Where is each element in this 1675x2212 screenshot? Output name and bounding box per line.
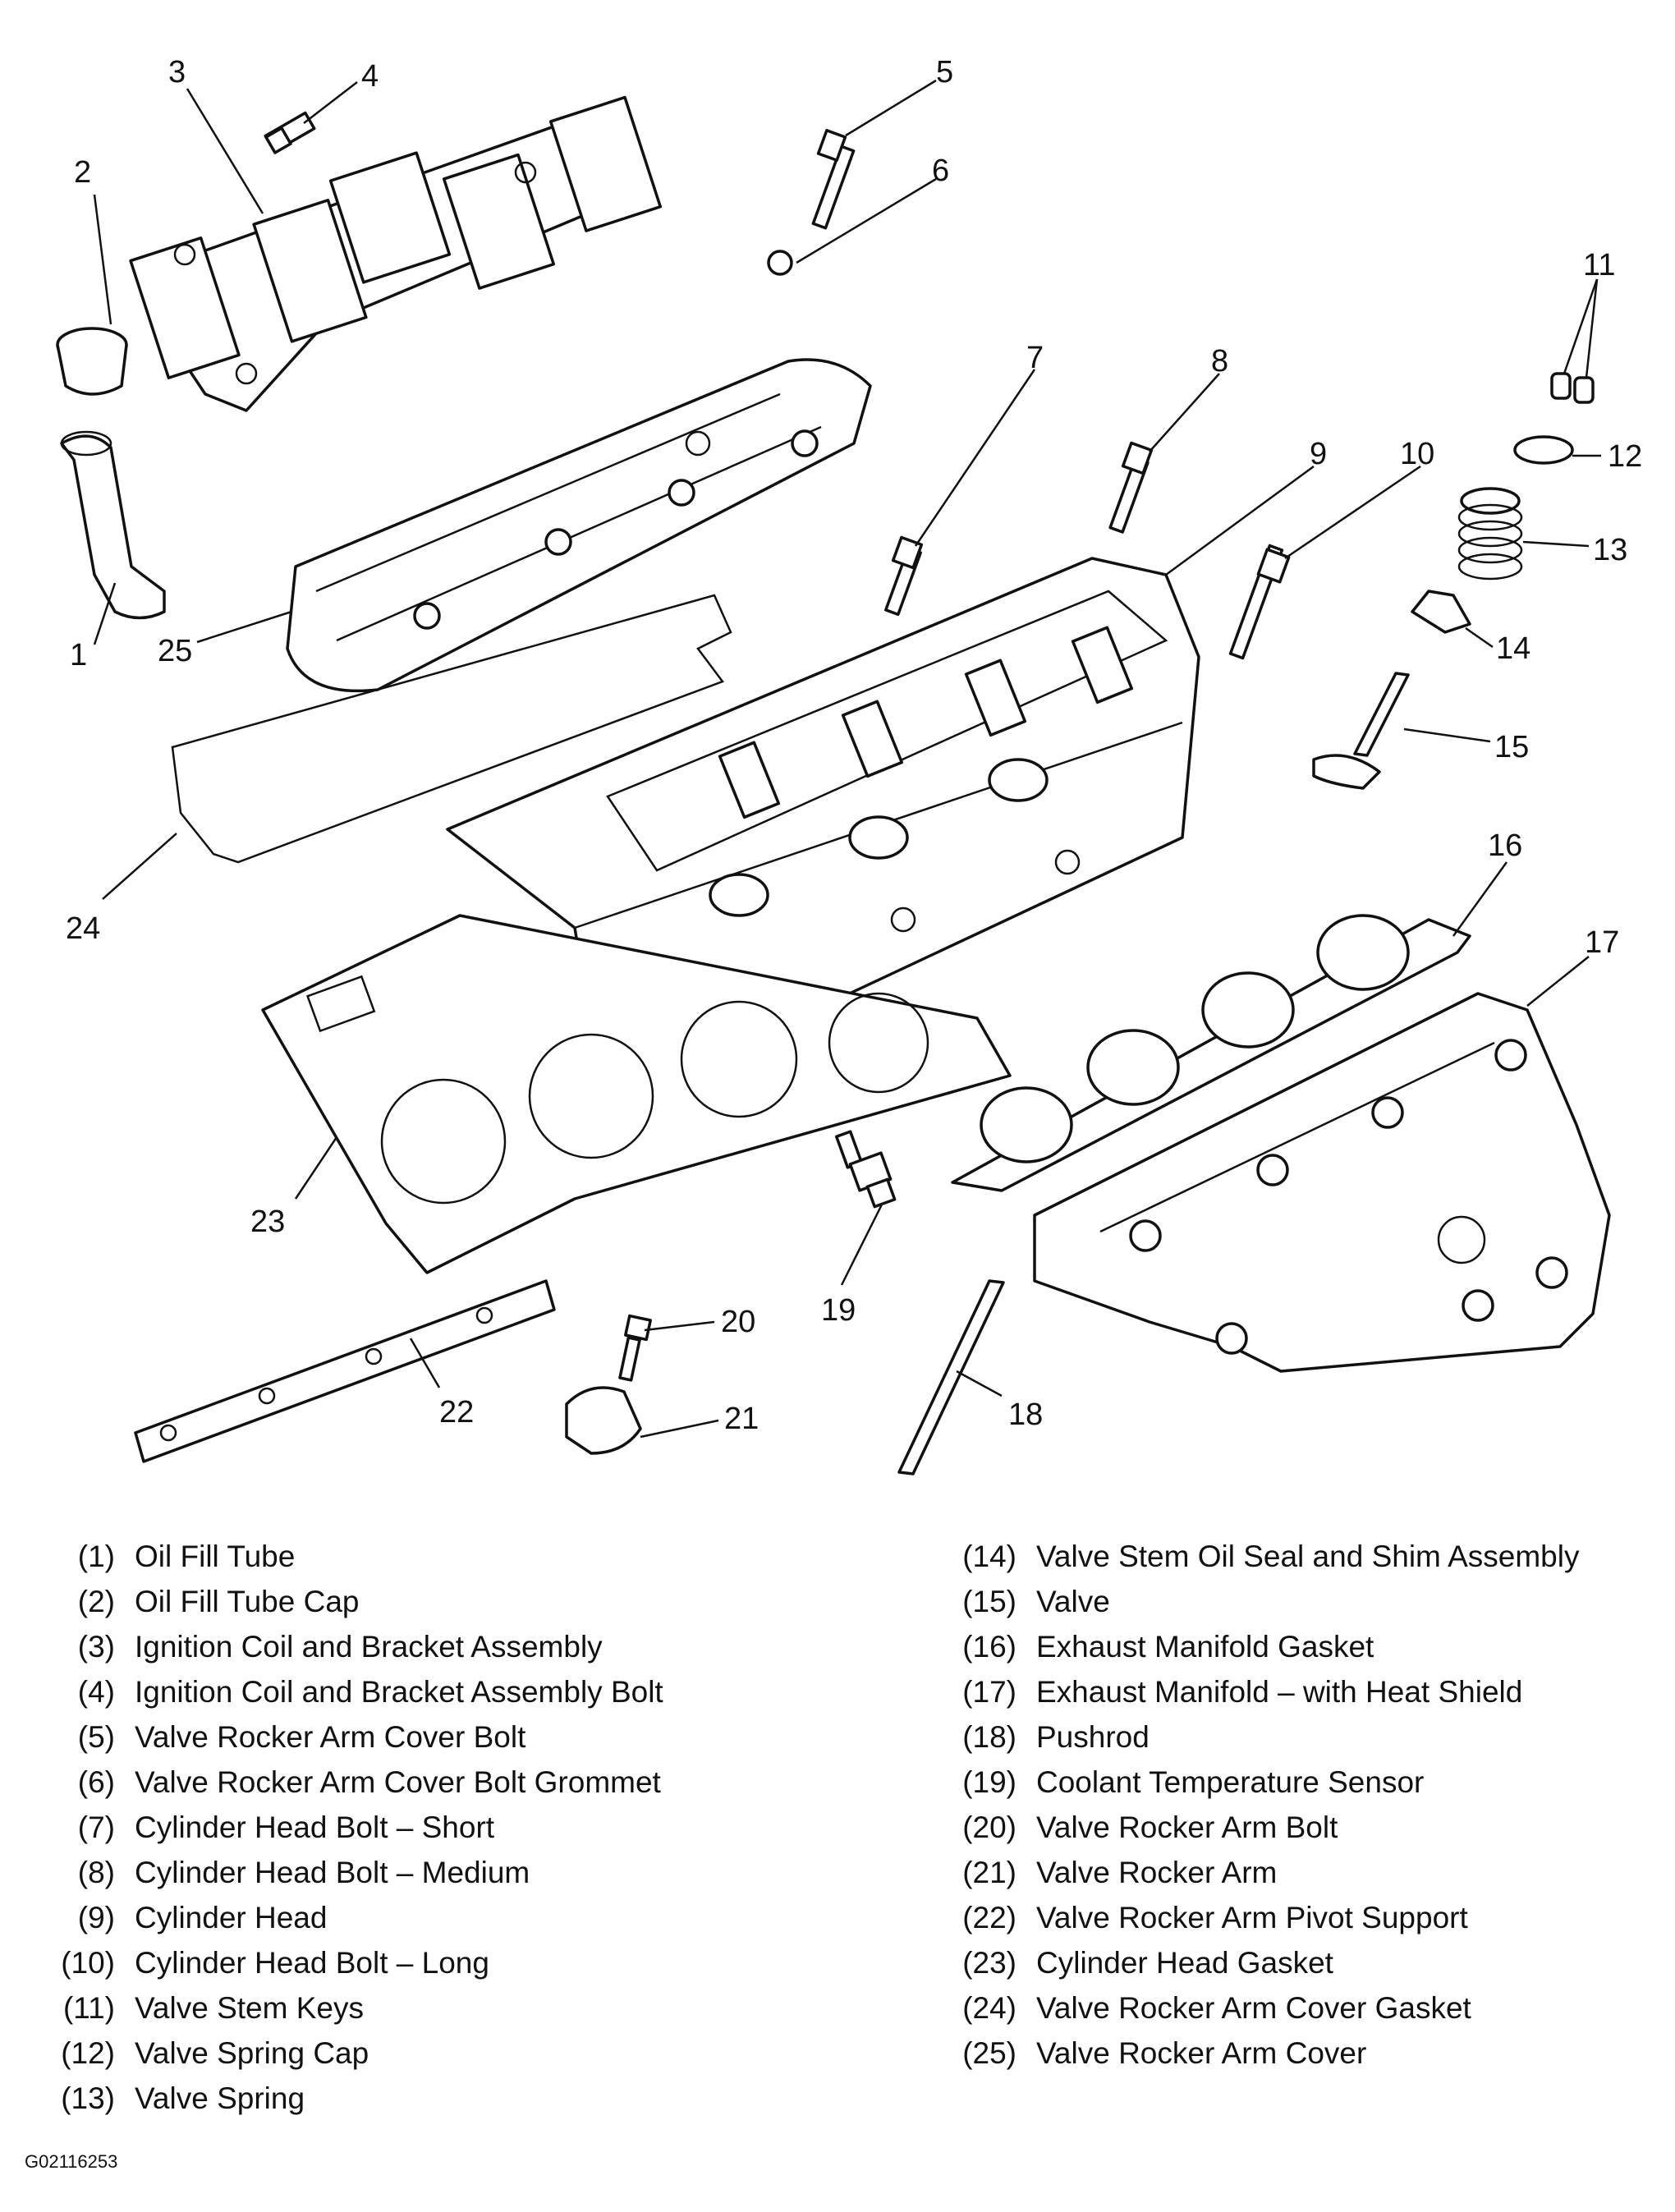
pushrod	[897, 1279, 1005, 1475]
valve-spring	[1457, 487, 1523, 581]
valve-stem-oil-seal	[1411, 590, 1471, 634]
valve-stem-keys	[1550, 372, 1595, 404]
callout-24: 24	[66, 911, 100, 946]
legend-item: (22)Valve Rocker Arm Pivot Support	[962, 1901, 1468, 1934]
leader-lines	[93, 79, 1601, 1439]
callout-18: 18	[1008, 1397, 1043, 1432]
legend-item: (12)Valve Spring Cap	[61, 2036, 369, 2070]
exploded-parts-diagram: 1 2 3 4 5 6 7 8 9 10 11 12 13 14 15 16 1…	[56, 55, 1642, 1475]
parts-legend-right: (14)Valve Stem Oil Seal and Shim Assembl…	[926, 1534, 1579, 2076]
rocker-arm-bolt	[618, 1314, 652, 1382]
callout-5: 5	[936, 55, 953, 89]
rocker-arm	[565, 1386, 642, 1455]
callout-17: 17	[1585, 925, 1619, 960]
callout-14: 14	[1496, 631, 1530, 666]
callout-15: 15	[1494, 730, 1529, 764]
coil-bracket-bolt	[264, 111, 316, 154]
callout-10: 10	[1400, 437, 1434, 471]
callout-9: 9	[1310, 437, 1327, 471]
cylinder-head-gasket	[261, 914, 1012, 1274]
callout-16: 16	[1488, 828, 1522, 863]
legend-item: (2)Oil Fill Tube Cap	[77, 1585, 360, 1618]
valve	[1312, 672, 1410, 790]
valve-springs-on-head	[718, 626, 1134, 819]
legend-item: (8)Cylinder Head Bolt – Medium	[77, 1856, 530, 1889]
coolant-temperature-sensor	[834, 1130, 897, 1209]
cover-bolt-grommet	[767, 250, 793, 276]
callout-12: 12	[1608, 439, 1642, 474]
legend-item: (3)Ignition Coil and Bracket Assembly	[77, 1630, 603, 1664]
callout-23: 23	[250, 1205, 285, 1239]
callout-2: 2	[74, 155, 91, 190]
exhaust-manifold-gasket	[951, 914, 1471, 1192]
ignition-coil-bracket-assembly	[129, 95, 663, 412]
cylinder-head-bolt-short	[884, 535, 924, 617]
legend-item: (14)Valve Stem Oil Seal and Shim Assembl…	[962, 1540, 1580, 1573]
legend-item: (23)Cylinder Head Gasket	[962, 1946, 1333, 1980]
cover-bolt	[811, 129, 856, 230]
callout-8: 8	[1211, 344, 1228, 379]
valve-spring-cap	[1513, 435, 1574, 465]
legend-item: (13)Valve Spring	[61, 2081, 305, 2115]
callout-25: 25	[158, 634, 192, 668]
legend-item: (18)Pushrod	[962, 1720, 1150, 1754]
figure-code: G02116253	[25, 2151, 118, 2172]
callout-13: 13	[1593, 533, 1627, 567]
exhaust-manifold	[1033, 992, 1611, 1373]
legend-item: (17)Exhaust Manifold – with Heat Shield	[962, 1675, 1523, 1709]
legend-item: (21)Valve Rocker Arm	[962, 1856, 1278, 1889]
legend-item: (7)Cylinder Head Bolt – Short	[77, 1810, 495, 1844]
callout-numbers: 1 2 3 4 5 6 7 8 9 10 11 12 13 14 15 16 1…	[66, 55, 1642, 1436]
legend-item: (6)Valve Rocker Arm Cover Bolt Grommet	[77, 1765, 661, 1799]
oil-fill-tube-cap	[56, 327, 128, 396]
callout-1: 1	[70, 638, 87, 672]
legend-item: (9)Cylinder Head	[77, 1901, 328, 1934]
legend-item: (11)Valve Stem Keys	[62, 1991, 364, 2025]
callout-6: 6	[932, 154, 949, 188]
cylinder-head-bolt-long	[1228, 544, 1291, 660]
callout-19: 19	[821, 1293, 856, 1328]
legend-item: (20)Valve Rocker Arm Bolt	[962, 1810, 1338, 1844]
legend-item: (4)Ignition Coil and Bracket Assembly Bo…	[77, 1675, 663, 1709]
legend-item: (15)Valve	[962, 1585, 1110, 1618]
legend-item: (24)Valve Rocker Arm Cover Gasket	[962, 1991, 1471, 2025]
parts-legend-left: (1)Oil Fill Tube (2)Oil Fill Tube Cap (3…	[25, 1534, 663, 2121]
callout-22: 22	[439, 1395, 474, 1430]
callout-11: 11	[1583, 248, 1615, 282]
legend-item: (19)Coolant Temperature Sensor	[962, 1765, 1425, 1799]
legend-item: (25)Valve Rocker Arm Cover	[962, 2036, 1367, 2070]
legend-item: (16)Exhaust Manifold Gasket	[962, 1630, 1374, 1664]
callout-21: 21	[724, 1402, 759, 1436]
legend-item: (1)Oil Fill Tube	[77, 1540, 296, 1573]
callout-4: 4	[361, 59, 379, 94]
rocker-arm-pivot-support	[134, 1279, 556, 1463]
callout-20: 20	[721, 1305, 755, 1339]
valve-rocker-arm-cover	[286, 358, 872, 693]
callout-7: 7	[1026, 341, 1044, 375]
callout-3: 3	[168, 55, 186, 89]
oil-fill-tube	[60, 430, 166, 620]
valve-rocker-arm-cover-gasket	[171, 594, 732, 864]
legend-item: (10)Cylinder Head Bolt – Long	[61, 1946, 489, 1980]
legend-item: (5)Valve Rocker Arm Cover Bolt	[77, 1720, 526, 1754]
cylinder-head-bolt-medium	[1108, 441, 1154, 534]
